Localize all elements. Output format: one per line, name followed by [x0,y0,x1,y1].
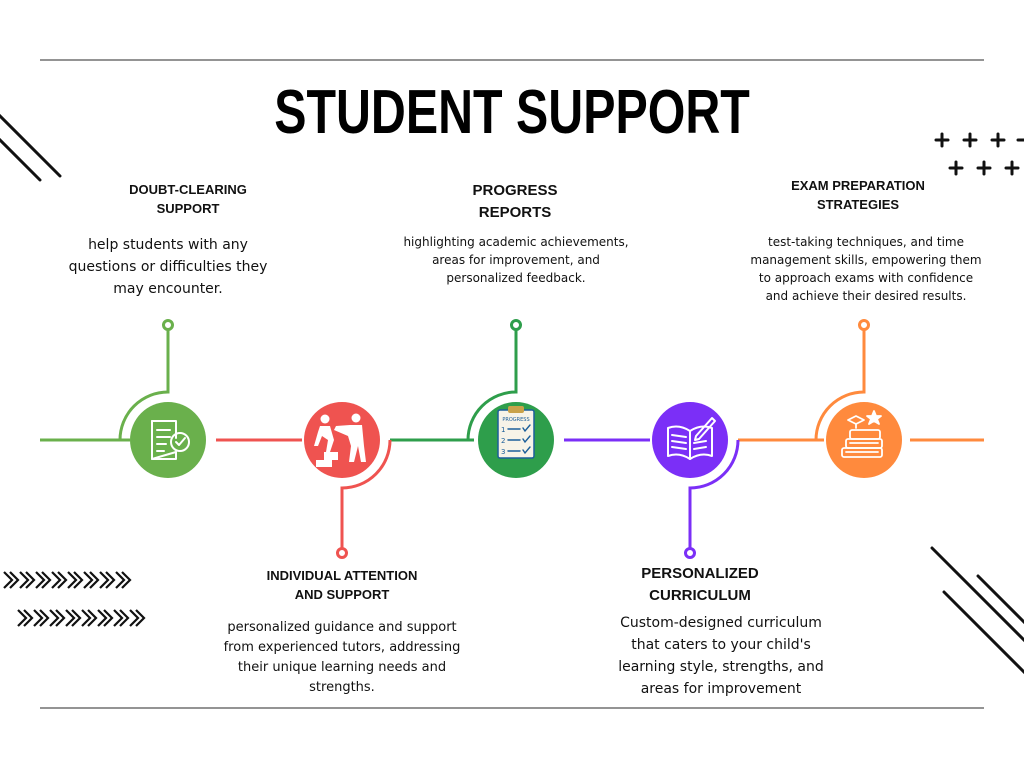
step-4-heading: PERSONALIZED CURRICULUM [641,565,759,604]
step-1-circle [130,402,206,478]
chevron-mark [99,571,110,589]
chevron-mark [129,609,140,627]
chevron-mark [41,571,52,589]
icon-progress-label: PROGRESS [502,417,529,423]
icon-row-1: 1 [501,426,505,434]
connector-dot-step-2 [336,547,348,559]
connector-dot-step-3 [510,319,522,331]
step-1-heading: DOUBT-CLEARING SUPPORT [129,182,247,216]
connector-dot-step-4 [684,547,696,559]
chevron-mark [81,609,92,627]
chevron-mark [105,571,116,589]
chevron-mark [97,609,108,627]
step-3-circle: PROGRESS 1 2 3 [478,402,554,478]
connector-step-5 [814,328,866,441]
chevron-mark [51,571,62,589]
chevron-mark [71,609,82,627]
chevron-mark [73,571,84,589]
chevron-mark [3,571,14,589]
chevron-mark [35,571,46,589]
step-2-circle [304,402,380,478]
diagonal-lines-bottom-right [930,546,1024,675]
chevron-mark [33,609,44,627]
chevron-mark [121,571,132,589]
chevrons-decoration [3,571,146,627]
chevron-mark [23,609,34,627]
chevron-mark [103,609,114,627]
chevron-mark [65,609,76,627]
chevron-mark [135,609,146,627]
step-2-heading: INDIVIDUAL ATTENTION AND SUPPORT [266,568,418,602]
icon-row-3: 3 [501,448,505,456]
helping-hand-climb-icon [314,413,366,467]
books-star-icon [841,410,883,458]
step-5-heading: EXAM PREPARATION STRATEGIES [791,178,925,212]
diagonal-lines-top-left [0,113,62,182]
chevron-mark [115,571,126,589]
document-check-icon [151,420,190,460]
chevron-mark [25,571,36,589]
connector-dot-step-5 [858,319,870,331]
connector-step-3 [466,328,518,441]
chevron-mark [89,571,100,589]
icon-row-2: 2 [501,437,505,445]
chevron-mark [39,609,50,627]
chevron-mark [87,609,98,627]
step-2-description: personalized guidance and support from e… [223,620,461,695]
step-3-description: highlighting academic achievements, area… [403,235,629,285]
chevron-mark [9,571,20,589]
step-5-circle [826,402,902,478]
chevron-mark [57,571,68,589]
step-4-circle [652,402,728,478]
chevron-mark [55,609,66,627]
chevron-mark [83,571,94,589]
progress-checklist-icon: PROGRESS 1 2 3 [497,406,535,459]
connector-step-1 [118,328,170,441]
chevron-mark [67,571,78,589]
step-3-heading: PROGRESS REPORTS [472,182,558,221]
step-1-description: help students with any questions or diff… [68,237,268,297]
chevron-mark [19,571,30,589]
open-book-icon [667,417,716,460]
step-5-description: test-taking techniques, and time managem… [750,235,982,303]
chevron-mark [119,609,130,627]
connector-step-2 [340,439,392,550]
chevron-mark [113,609,124,627]
connector-step-4 [688,439,740,550]
connector-dot-step-1 [162,319,174,331]
page-title: STUDENT SUPPORT [274,78,750,147]
plus-signs-decoration [934,132,1024,176]
step-4-description: Custom-designed curriculum that caters t… [618,615,824,697]
chevron-mark [17,609,28,627]
chevron-mark [49,609,60,627]
